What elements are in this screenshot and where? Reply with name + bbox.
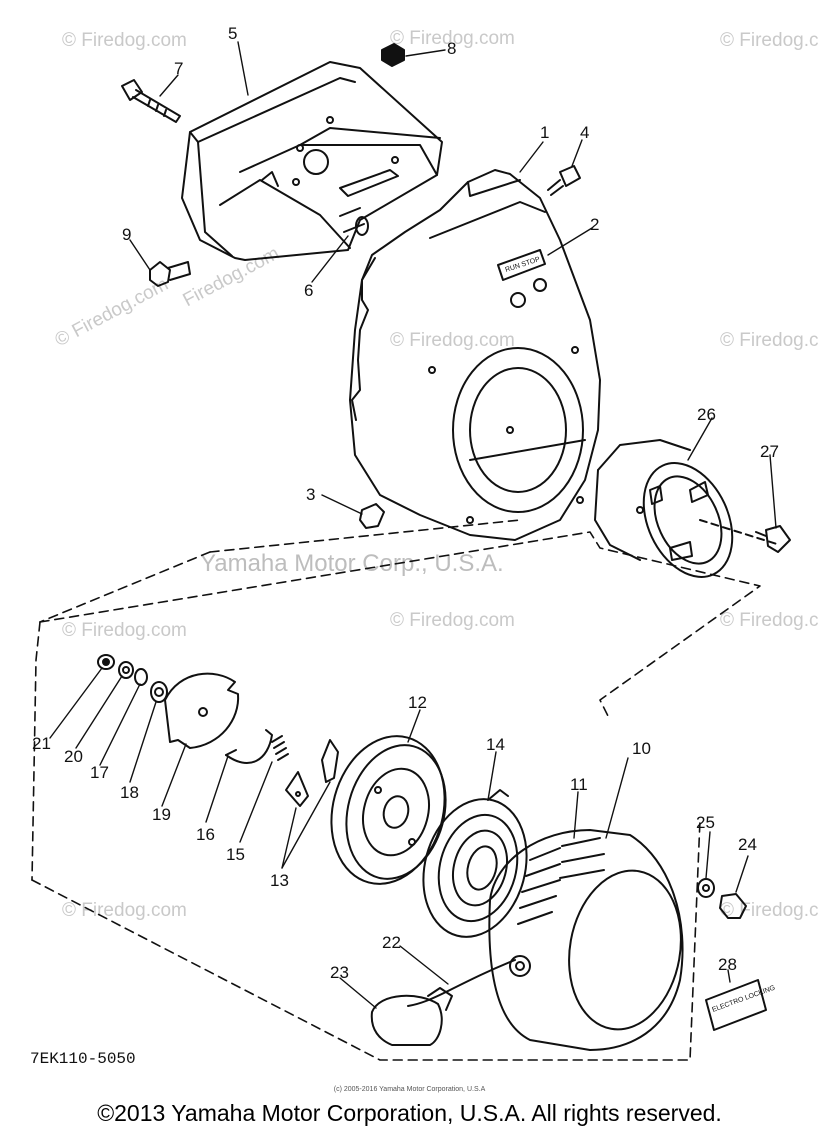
firedog-watermark: © Firedog.com	[720, 610, 819, 631]
nut-part-8	[381, 43, 405, 67]
starter-case-part-11	[488, 829, 684, 1051]
firedog-watermark: © Firedog.com	[720, 30, 819, 51]
callout-9: 9	[122, 225, 132, 244]
reel-part-12	[330, 735, 447, 885]
bolt-part-9	[149, 261, 191, 287]
callout-24: 24	[738, 835, 757, 854]
pawl-part-13	[285, 739, 339, 807]
group-boundary-dashed	[39, 551, 211, 623]
callout-17: 17	[90, 763, 109, 782]
collar-part-6	[339, 207, 369, 236]
callout-19: 19	[152, 805, 171, 824]
rope-part-22	[407, 959, 516, 1007]
spring-part-15	[271, 735, 289, 761]
yamaha-watermark: Yamaha Motor Corp., U.S.A.	[200, 550, 504, 577]
fan-shroud-part-1: RUN STOP	[349, 169, 601, 541]
callout-6: 6	[304, 281, 314, 300]
callout-27: 27	[760, 442, 779, 461]
callout-14: 14	[486, 735, 505, 754]
callout-12: 12	[408, 693, 427, 712]
firedog-watermark: © Firedog.com	[62, 620, 187, 641]
run-stop-decal-text: RUN STOP	[504, 256, 541, 274]
spring-part-16	[225, 729, 273, 764]
callout-2: 2	[590, 215, 600, 234]
bolt-part-27	[755, 525, 791, 553]
group-boundary-dashed	[39, 531, 761, 721]
bolt-part-24	[719, 893, 747, 919]
starter-pulley-part-26	[594, 439, 734, 578]
washer-part-25	[697, 878, 715, 898]
group-boundary-dashed	[209, 519, 521, 553]
washer-part-17	[134, 668, 148, 686]
group-boundary-dashed	[31, 819, 701, 1061]
callout-22: 22	[382, 933, 401, 952]
callout-25: 25	[696, 813, 715, 832]
firedog-watermark: © Firedog.com	[720, 330, 819, 351]
callout-18: 18	[120, 783, 139, 802]
bolt-part-4	[547, 165, 581, 196]
callout-23: 23	[330, 963, 349, 982]
callout-15: 15	[226, 845, 245, 864]
firedog-watermark: © Firedog.com	[390, 28, 515, 49]
callout-26: 26	[697, 405, 716, 424]
firedog-watermark: © Firedog.com	[62, 30, 187, 51]
callout-1: 1	[540, 123, 550, 142]
callout-10: 10	[632, 739, 651, 758]
handle-part-23	[370, 987, 453, 1046]
spiral-spring-part-14	[422, 789, 528, 938]
firedog-watermark: © Firedog.com	[390, 330, 515, 351]
callout-7: 7	[174, 59, 184, 78]
callout-28: 28	[718, 955, 737, 974]
friction-plate-part-19	[164, 672, 240, 749]
callout-16: 16	[196, 825, 215, 844]
callout-3: 3	[306, 485, 316, 504]
copyright-footer: ©2013 Yamaha Motor Corporation, U.S.A. A…	[97, 1100, 722, 1126]
bolt-part-7	[121, 79, 181, 123]
callout-4: 4	[580, 123, 590, 142]
tank-bracket-part-5	[181, 61, 443, 261]
firedog-watermark: © Firedog.com	[62, 900, 187, 921]
washer-part-18	[150, 681, 168, 703]
tiny-copyright: (c) 2005-2016 Yamaha Motor Corporation, …	[333, 1086, 486, 1093]
callout-5: 5	[228, 24, 238, 43]
callout-8: 8	[447, 39, 457, 58]
callout-11: 11	[570, 775, 588, 794]
callout-21: 21	[32, 734, 51, 753]
callout-20: 20	[64, 747, 83, 766]
callout-13: 13	[270, 871, 289, 890]
leader-lines	[49, 41, 777, 1009]
nut-part-21	[97, 654, 115, 670]
part-code: 7EK110-5050	[30, 1050, 136, 1068]
dashed-leader	[699, 519, 781, 546]
decal-part-28: ELECTRO LOCKING	[705, 979, 776, 1031]
washer-part-20	[118, 661, 134, 679]
screw-part-3	[359, 503, 385, 529]
firedog-watermark: © Firedog.com	[390, 610, 515, 631]
group-boundary-dashed	[31, 621, 41, 881]
